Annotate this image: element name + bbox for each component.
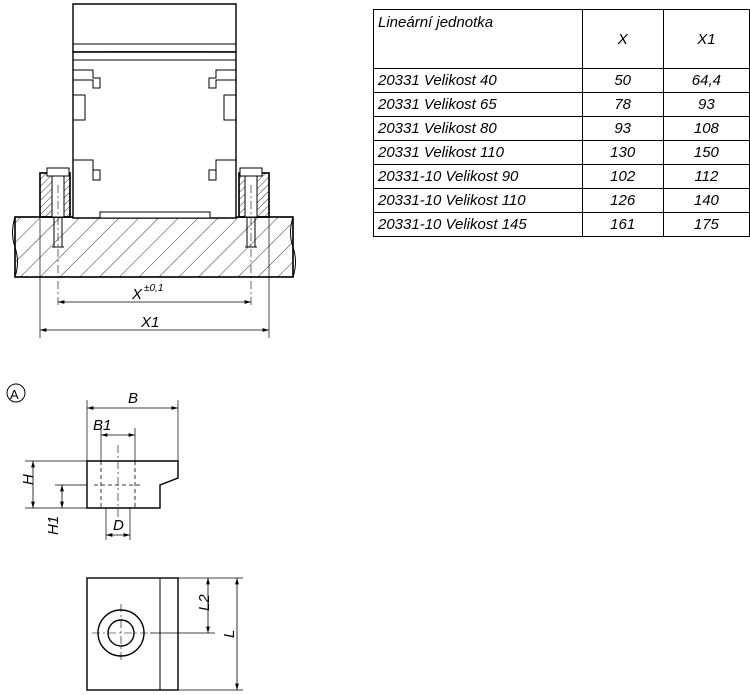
cell-x: 78 [581, 92, 664, 117]
cell-unit: 20331 Velikost 40 [373, 68, 583, 93]
table-row: 20331 Velikost 110 130 150 [373, 140, 750, 165]
cell-x1: 108 [662, 116, 750, 141]
cell-unit: 20331 Velikost 80 [373, 116, 583, 141]
table-row: 20331 Velikost 80 93 108 [373, 116, 750, 141]
cell-unit: 20331 Velikost 65 [373, 92, 583, 117]
cell-x1: 150 [662, 140, 750, 165]
label-x-tolerance: ±0,1 [144, 283, 163, 294]
table-row: 20331-10 Velikost 110 126 140 [373, 188, 750, 213]
cell-unit: 20331-10 Velikost 90 [373, 164, 583, 189]
table-row: 20331-10 Velikost 145 161 175 [373, 212, 750, 237]
label-d: D [113, 517, 124, 534]
cell-x: 50 [581, 68, 664, 93]
detail-marker-label: A [10, 387, 19, 402]
cell-x1: 140 [662, 188, 750, 213]
cell-x: 102 [581, 164, 664, 189]
label-x: X [131, 286, 143, 303]
header-linear-unit: Lineární jednotka [373, 9, 583, 69]
cell-unit: 20331-10 Velikost 145 [373, 212, 583, 237]
cell-x1: 112 [662, 164, 750, 189]
table-row: 20331 Velikost 65 78 93 [373, 92, 750, 117]
header-x: X [581, 9, 664, 69]
detail-top-view [86, 577, 243, 691]
label-b1: B1 [93, 417, 111, 434]
break-line [12, 216, 18, 278]
detail-marker-circle [6, 383, 26, 403]
dimension-table: Lineární jednotka X X1 20331 Velikost 40… [373, 9, 750, 237]
label-l2: L2 [196, 594, 213, 611]
detail-side-view [25, 400, 179, 540]
linear-unit-body [72, 51, 237, 219]
header-x1: X1 [662, 9, 750, 69]
cell-x1: 93 [662, 92, 750, 117]
table-row: 20331-10 Velikost 90 102 112 [373, 164, 750, 189]
label-h1: H1 [45, 516, 62, 535]
cell-x: 130 [581, 140, 664, 165]
carriage-cap [72, 3, 237, 53]
table-row: 20331 Velikost 40 50 64,4 [373, 68, 750, 93]
assembly-view [12, 3, 296, 338]
label-x1: X1 [140, 314, 159, 331]
label-l: L [221, 630, 238, 638]
label-h: H [20, 474, 37, 485]
label-b: B [128, 390, 138, 407]
cell-x: 93 [581, 116, 664, 141]
table-header-row: Lineární jednotka X X1 [373, 9, 750, 69]
cell-x: 126 [581, 188, 664, 213]
cell-unit: 20331 Velikost 110 [373, 140, 583, 165]
cell-x1: 64,4 [662, 68, 750, 93]
cell-x1: 175 [662, 212, 750, 237]
cell-unit: 20331-10 Velikost 110 [373, 188, 583, 213]
cell-x: 161 [581, 212, 664, 237]
